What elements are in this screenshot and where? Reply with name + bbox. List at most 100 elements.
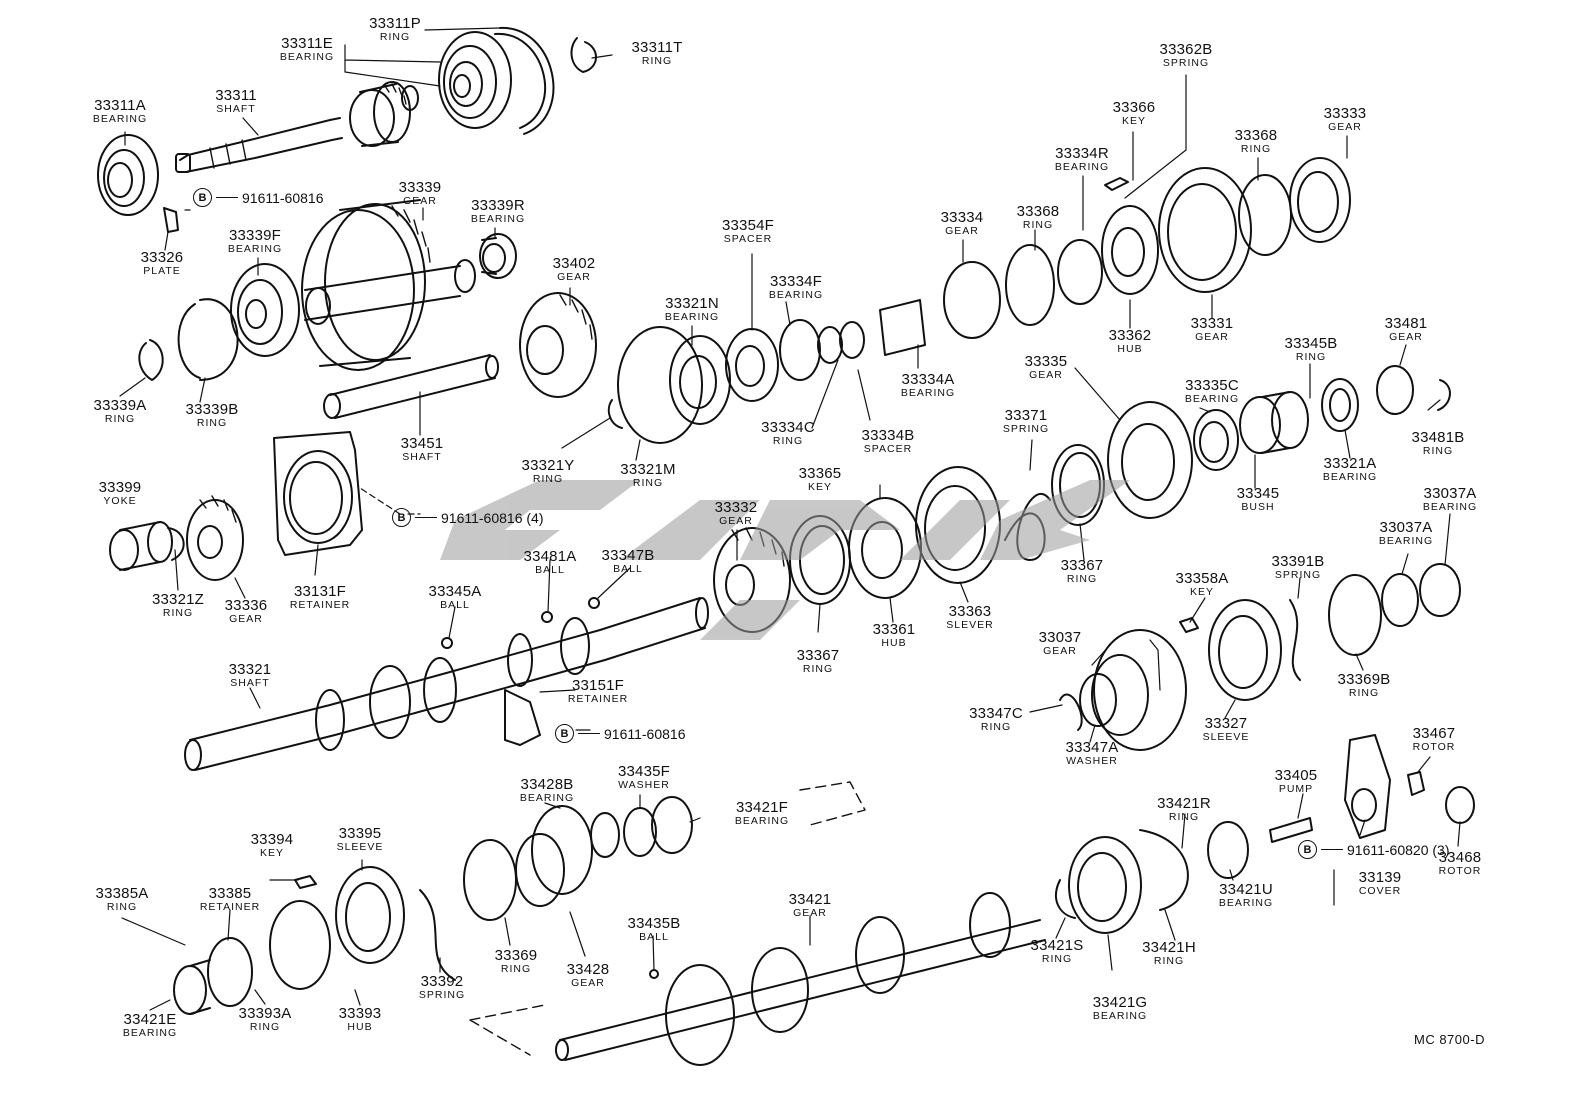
part-number: 33369 — [494, 947, 538, 964]
part-number: 33362 — [1108, 327, 1152, 344]
part-name: RETAINER — [199, 901, 261, 913]
part-name: SLEEVE — [336, 841, 384, 853]
part-name: RING — [249, 1021, 281, 1033]
part-name: BEARING — [1184, 393, 1240, 405]
part-number: 33368 — [1234, 127, 1278, 144]
bolt-part-number: 91611-60816 — [604, 725, 686, 742]
part-name: RING — [532, 473, 564, 485]
part-name: RING — [1041, 953, 1073, 965]
part-name: BEARING — [227, 243, 283, 255]
part-name: RING — [772, 435, 804, 447]
part-number: 33421 — [788, 891, 832, 908]
part-number: 33347B — [601, 547, 655, 564]
diagram-code: MC 8700-D — [1414, 1032, 1485, 1047]
part-number: 33362B — [1159, 41, 1213, 58]
part-name: PUMP — [1278, 783, 1314, 795]
part-number: 33421G — [1092, 994, 1148, 1011]
part-number: 33334C — [761, 419, 815, 436]
part-number: 33037 — [1038, 629, 1082, 646]
bolt-mark-icon: B — [1298, 840, 1317, 859]
part-name: RING — [1022, 219, 1054, 231]
part-name: BEARING — [1054, 161, 1110, 173]
part-number: 33321Y — [521, 457, 575, 474]
watermark-logo — [440, 480, 1130, 640]
part-number: 33421F — [735, 799, 789, 816]
part-number: 33311P — [369, 15, 421, 32]
part-number: 33311 — [215, 87, 257, 104]
part-name: BEARING — [1092, 1010, 1148, 1022]
part-name: RING — [1066, 573, 1098, 585]
part-name: RING — [632, 477, 664, 489]
bolt-part-number: 91611-60816 — [242, 189, 324, 206]
part-name: GEAR — [1389, 331, 1423, 343]
input-shaft-group — [97, 26, 597, 233]
leader-lines — [119, 27, 1461, 1011]
part-name: GEAR — [1029, 369, 1063, 381]
part-number: 33345 — [1236, 485, 1280, 502]
part-name: GEAR — [557, 271, 591, 283]
part-number: 33139 — [1358, 869, 1402, 886]
part-number: 33311A — [94, 97, 146, 114]
part-name: HUB — [347, 1021, 373, 1033]
part-name: BEARING — [470, 213, 526, 225]
part-number: 33334R — [1055, 145, 1109, 162]
part-number: 33037A — [1423, 485, 1477, 502]
part-number: 33347A — [1065, 739, 1119, 756]
bolt-part-number: 91611-60816 (4) — [441, 509, 544, 526]
part-name: BEARING — [664, 311, 720, 323]
part-number: 33037A — [1379, 519, 1433, 536]
output-gear-group — [1059, 563, 1475, 843]
part-name: BEARING — [519, 792, 575, 804]
part-name: BEARING — [734, 815, 790, 827]
part-name: YOKE — [103, 495, 137, 507]
part-name: SLEVER — [946, 619, 994, 631]
part-name: GEAR — [793, 907, 827, 919]
part-number: 33311E — [281, 35, 333, 52]
part-number: 33131F — [293, 583, 347, 600]
part-name: SPRING — [418, 989, 466, 1001]
part-number: 33451 — [400, 435, 444, 452]
part-name: KEY — [259, 847, 284, 859]
part-name: SPRING — [1162, 57, 1210, 69]
leader-line — [216, 197, 238, 198]
part-name: RING — [1240, 143, 1272, 155]
part-name: ROTOR — [1412, 741, 1456, 753]
part-name: BEARING — [279, 51, 335, 63]
part-number: 33371 — [1004, 407, 1048, 424]
part-name: WASHER — [1066, 755, 1118, 767]
